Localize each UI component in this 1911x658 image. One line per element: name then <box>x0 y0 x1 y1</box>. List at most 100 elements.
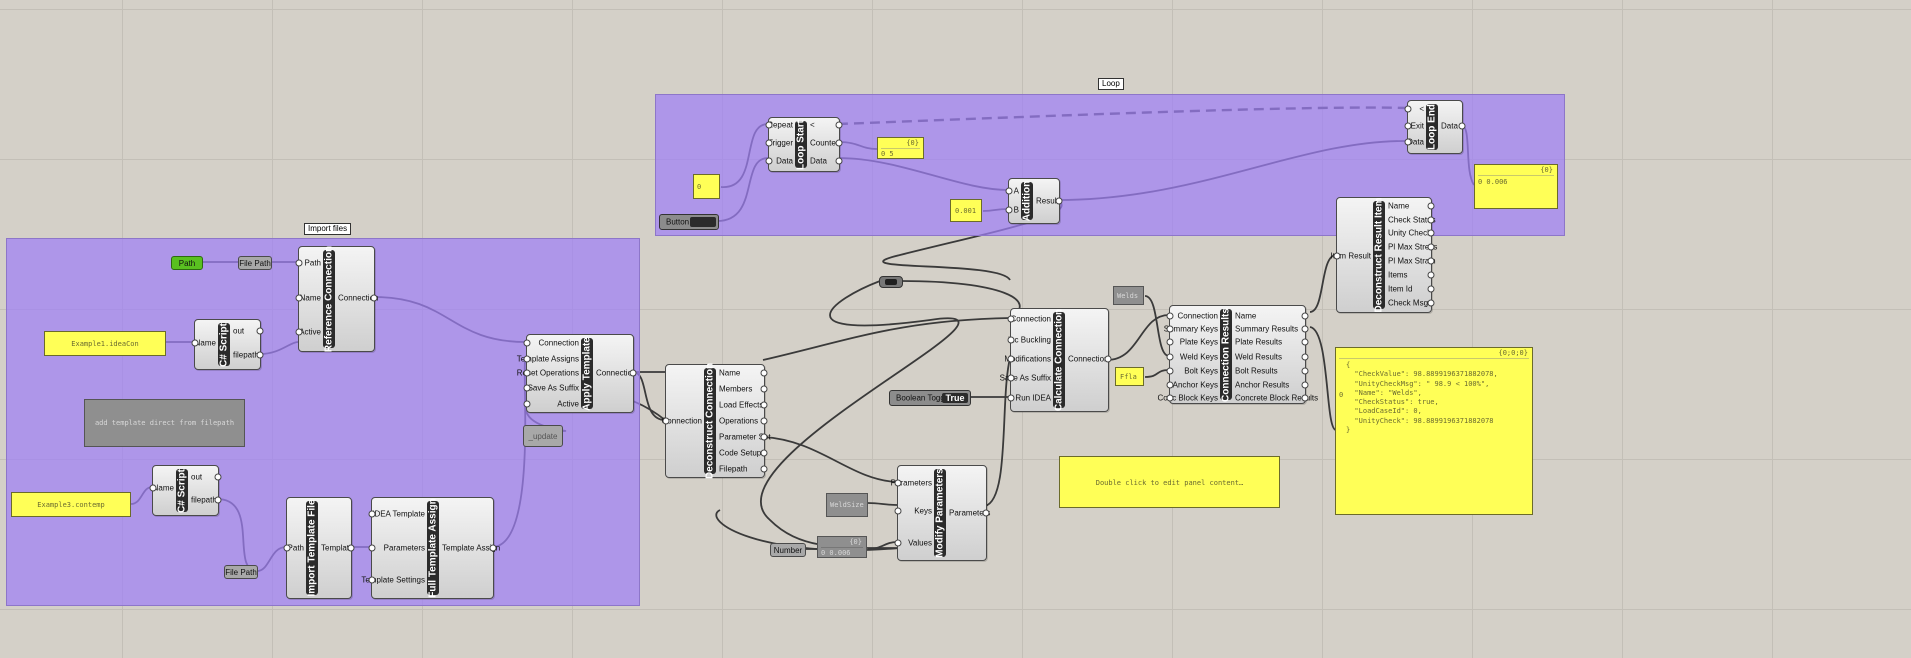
input-port[interactable] <box>295 259 303 267</box>
input-port[interactable] <box>191 339 199 347</box>
output-port[interactable] <box>1301 338 1309 346</box>
welds-panel[interactable]: Welds <box>1113 286 1144 305</box>
input-port[interactable] <box>662 417 670 425</box>
example3-panel[interactable]: Example3.contemp <box>11 492 131 517</box>
input-port[interactable] <box>149 484 157 492</box>
number-panel[interactable]: {0} 0 0.006 <box>817 536 867 558</box>
input-port[interactable] <box>295 294 303 302</box>
input-port[interactable] <box>1166 394 1174 402</box>
output-port[interactable] <box>629 369 637 377</box>
input-port[interactable] <box>1166 353 1174 361</box>
input-port[interactable] <box>1007 374 1015 382</box>
input-port[interactable] <box>368 544 376 552</box>
button-face[interactable] <box>690 217 716 227</box>
output-port[interactable] <box>760 417 768 425</box>
output-port[interactable] <box>1301 394 1309 402</box>
button-component[interactable]: Button <box>659 214 719 230</box>
output-port[interactable] <box>214 473 222 481</box>
input-port[interactable] <box>1404 122 1412 130</box>
input-port[interactable] <box>523 384 531 392</box>
input-port[interactable] <box>765 121 773 129</box>
output-port[interactable] <box>1301 353 1309 361</box>
output-port[interactable] <box>760 449 768 457</box>
output-port[interactable] <box>1427 229 1435 237</box>
output-port[interactable] <box>1427 257 1435 265</box>
output-port[interactable] <box>1427 271 1435 279</box>
input-port[interactable] <box>523 355 531 363</box>
input-port[interactable] <box>1005 206 1013 214</box>
input-port[interactable] <box>1166 312 1174 320</box>
input-port[interactable] <box>1166 325 1174 333</box>
input-port[interactable] <box>523 369 531 377</box>
input-port[interactable] <box>1333 252 1341 260</box>
output-port[interactable] <box>1301 381 1309 389</box>
loop-end-panel[interactable]: {0} 0 0.006 <box>1474 164 1558 209</box>
output-port[interactable] <box>1301 367 1309 375</box>
boolean-toggle[interactable]: Boolean Toggle True <box>889 390 971 406</box>
input-port[interactable] <box>894 479 902 487</box>
output-port[interactable] <box>760 433 768 441</box>
input-port[interactable] <box>368 576 376 584</box>
input-port[interactable] <box>894 507 902 515</box>
empty-panel[interactable]: Double click to edit panel content… <box>1059 456 1280 508</box>
output-port[interactable] <box>1301 325 1309 333</box>
input-port[interactable] <box>894 539 902 547</box>
input-port[interactable] <box>368 510 376 518</box>
output-port[interactable] <box>1427 299 1435 307</box>
output-port[interactable] <box>835 139 843 147</box>
output-port[interactable] <box>760 385 768 393</box>
output-port[interactable] <box>760 369 768 377</box>
update-param[interactable]: _update <box>523 425 563 447</box>
input-port[interactable] <box>765 157 773 165</box>
input-port[interactable] <box>1007 336 1015 344</box>
input-port[interactable] <box>295 328 303 336</box>
addition-b-panel[interactable]: 0.001 <box>950 199 982 222</box>
output-port[interactable] <box>214 496 222 504</box>
input-port[interactable] <box>1166 367 1174 375</box>
file-path-param[interactable]: File Path <box>238 256 272 270</box>
input-port[interactable] <box>1007 315 1015 323</box>
output-port[interactable] <box>1301 312 1309 320</box>
output-port[interactable] <box>835 157 843 165</box>
path-param[interactable]: Path <box>171 256 203 270</box>
output-port[interactable] <box>760 401 768 409</box>
input-port[interactable] <box>1166 338 1174 346</box>
output-port[interactable] <box>1427 243 1435 251</box>
relay-node[interactable] <box>879 276 903 288</box>
input-port[interactable] <box>523 339 531 347</box>
input-port[interactable] <box>1007 394 1015 402</box>
input-port[interactable] <box>765 139 773 147</box>
example1-panel[interactable]: Example1.ideaCon <box>44 331 166 356</box>
input-port[interactable] <box>523 400 531 408</box>
output-port[interactable] <box>982 509 990 517</box>
output-port[interactable] <box>1104 355 1112 363</box>
output-port[interactable] <box>1427 216 1435 224</box>
input-port[interactable] <box>1404 138 1412 146</box>
boolean-toggle-value[interactable]: True <box>942 393 968 403</box>
input-port[interactable] <box>1005 187 1013 195</box>
input-port[interactable] <box>1404 105 1412 113</box>
file-path-param[interactable]: File Path <box>224 565 258 579</box>
output-port[interactable] <box>1427 202 1435 210</box>
counter-panel[interactable]: {0} 0 5 <box>877 137 924 159</box>
input-port[interactable] <box>1166 381 1174 389</box>
output-port[interactable] <box>1427 285 1435 293</box>
output-port[interactable] <box>1055 197 1063 205</box>
output-port[interactable] <box>256 327 264 335</box>
output-port[interactable] <box>256 351 264 359</box>
output-port[interactable] <box>835 121 843 129</box>
input-port[interactable] <box>1007 355 1015 363</box>
number-param[interactable]: Number <box>770 543 806 557</box>
